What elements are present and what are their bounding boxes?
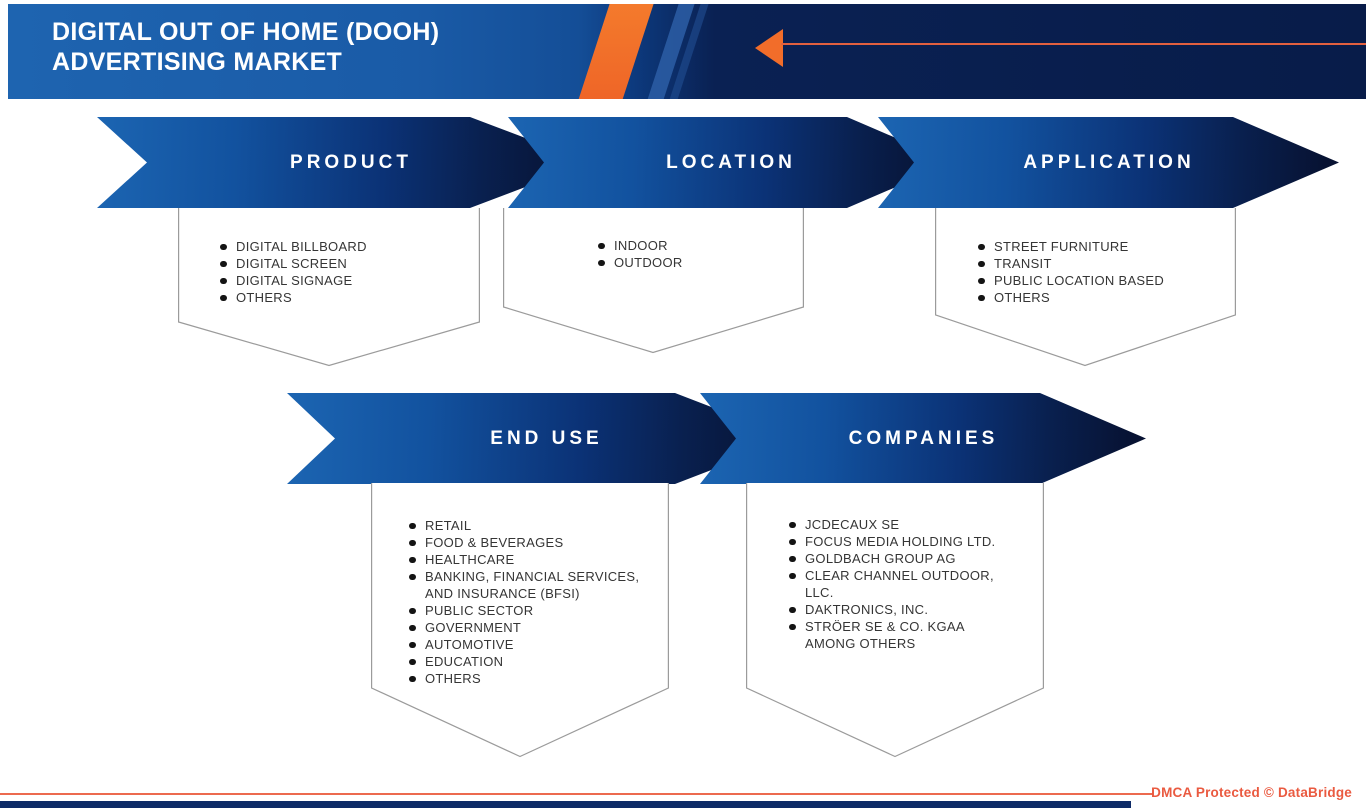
page-title: DIGITAL OUT OF HOME (DOOH) ADVERTISING M… [52,17,439,77]
segment-banner-end-use: END USE [287,393,793,484]
segment-label: COMPANIES [848,427,999,449]
list-item: PUBLIC LOCATION BASED [977,272,1217,289]
list-item: DIGITAL SIGNAGE [219,272,469,289]
segment-banner-product: PRODUCT [97,117,590,208]
list-item: STREET FURNITURE [977,238,1217,255]
list-item: DAKTRONICS, INC. [788,601,1003,618]
list-item: RETAIL [408,517,658,534]
segment-box-companies [746,483,1044,758]
segment-box-end-use [371,483,669,758]
segment-box-product [178,208,480,367]
list-item: AUTOMOTIVE [408,636,658,653]
list-item: FOCUS MEDIA HOLDING LTD. [788,533,1003,550]
segment-banner-companies: COMPANIES [700,393,1146,484]
list-item: HEALTHCARE [408,551,658,568]
page-title-line1: DIGITAL OUT OF HOME (DOOH) [52,18,440,46]
list-item: INDOOR [597,237,797,254]
segment-label: END USE [490,427,603,449]
list-item: TRANSIT [977,255,1217,272]
list-item: PUBLIC SECTOR [408,602,658,619]
list-item: OTHERS [408,670,658,687]
segment-box-location [503,208,804,354]
footer-divider-line [0,793,1153,795]
list-item: DIGITAL BILLBOARD [219,238,469,255]
dmca-protected-label: DMCA Protected © DataBridge [1151,785,1352,800]
list-item: GOVERNMENT [408,619,658,636]
list-item: GOLDBACH GROUP AG [788,550,1003,567]
list-item: STRÖER SE & CO. KGAA AMONG OTHERS [788,618,1003,652]
list-item: OUTDOOR [597,254,797,271]
page-title-line2: ADVERTISING MARKET [52,48,343,76]
footer-navy-bar [0,801,1131,808]
list-item: DIGITAL SCREEN [219,255,469,272]
header-orange-stripe [575,4,655,99]
segment-label: PRODUCT [290,151,412,173]
segment-label: APPLICATION [1023,151,1195,173]
segment-label: LOCATION [666,151,796,173]
list-item: CLEAR CHANNEL OUTDOOR, LLC. [788,567,1003,601]
list-item: OTHERS [977,289,1217,306]
header-banner: DIGITAL OUT OF HOME (DOOH) ADVERTISING M… [8,4,1366,99]
segment-banner-location: LOCATION [508,117,953,208]
list-item: EDUCATION [408,653,658,670]
left-arrow-icon [755,29,783,67]
list-item: JCDECAUX SE [788,516,1003,533]
list-item: BANKING, FINANCIAL SERVICES, AND INSURAN… [408,568,658,602]
segment-banner-application: APPLICATION [878,117,1339,208]
list-item: FOOD & BEVERAGES [408,534,658,551]
arrow-line [781,43,1366,45]
segment-box-application [935,208,1236,367]
list-item: OTHERS [219,289,469,306]
